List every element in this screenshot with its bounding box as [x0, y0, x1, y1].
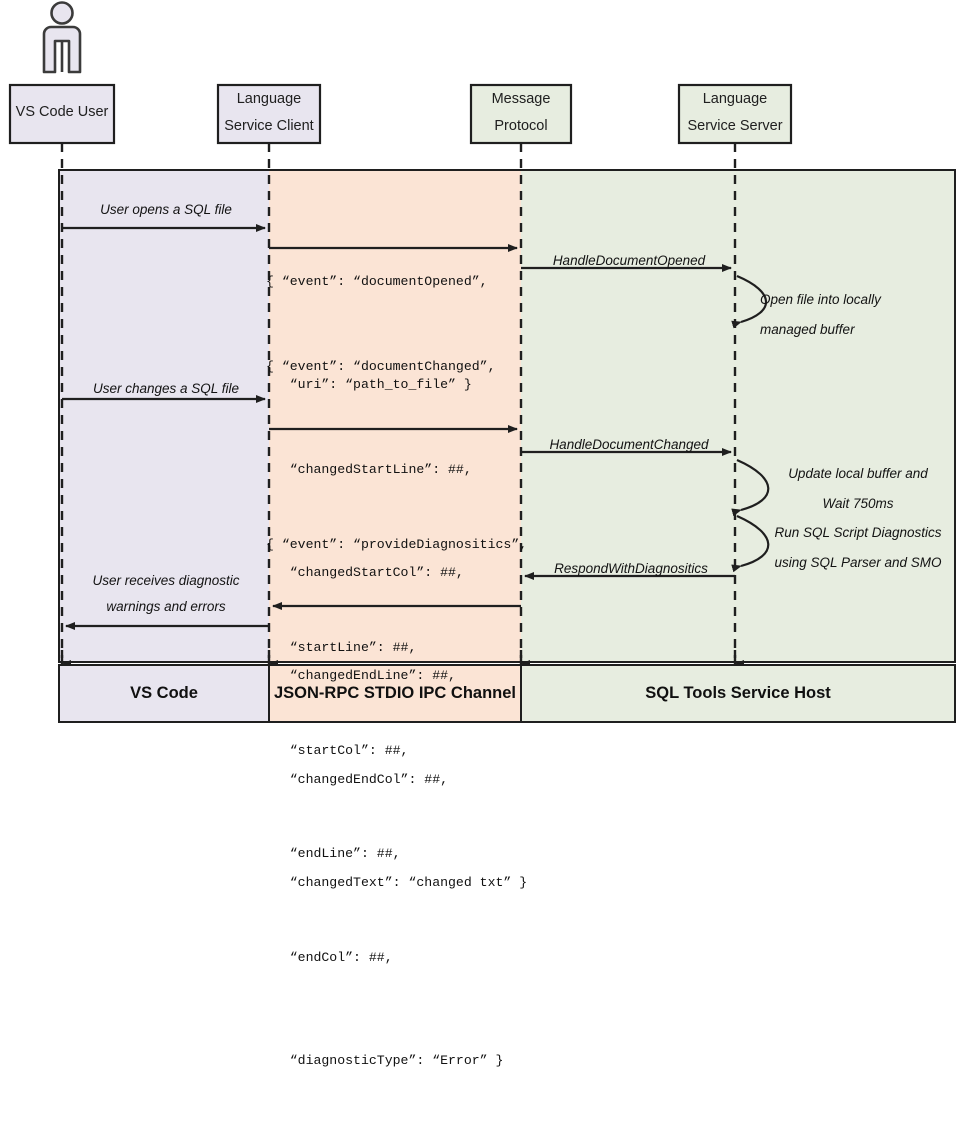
- vs-code-user-actor-icon: [42, 1, 82, 74]
- participant-box-client: [216, 83, 322, 145]
- footer-cell-ipc: [268, 664, 522, 723]
- self-loop-open-file: [731, 274, 768, 329]
- lane-host: [521, 170, 955, 662]
- participant-box-user: [8, 83, 116, 145]
- footer-cell-vscode: [58, 664, 270, 723]
- payload-document-changed-line-4: “changedEndCol”: ##,: [266, 771, 449, 787]
- self-loop-update-buffer: [731, 458, 770, 517]
- sequence-diagram-canvas: VS Code User Language Service Client Mes…: [8, 1, 956, 1068]
- payload-provide-diagnostics-line-3: “endLine”: ##,: [266, 846, 401, 862]
- payload-document-changed-line-5: “changedText”: “changed txt” }: [266, 874, 528, 890]
- payload-provide-diagnostics-line-4: “endCol”: ##,: [266, 949, 393, 965]
- participant-box-server: [677, 83, 793, 145]
- participant-box-proto: [469, 83, 573, 145]
- payload-provide-diagnostics-line-5: “diagnosticType”: “Error” }: [266, 1052, 504, 1068]
- footer-cell-host: [520, 664, 956, 723]
- diagram-vector-layer: [8, 1, 956, 723]
- lane-vscode: [59, 170, 269, 662]
- payload-provide-diagnostics-line-2: “startCol”: ##,: [266, 743, 409, 759]
- lane-ipc: [269, 170, 521, 662]
- self-loop-run-diagnostics: [731, 514, 770, 573]
